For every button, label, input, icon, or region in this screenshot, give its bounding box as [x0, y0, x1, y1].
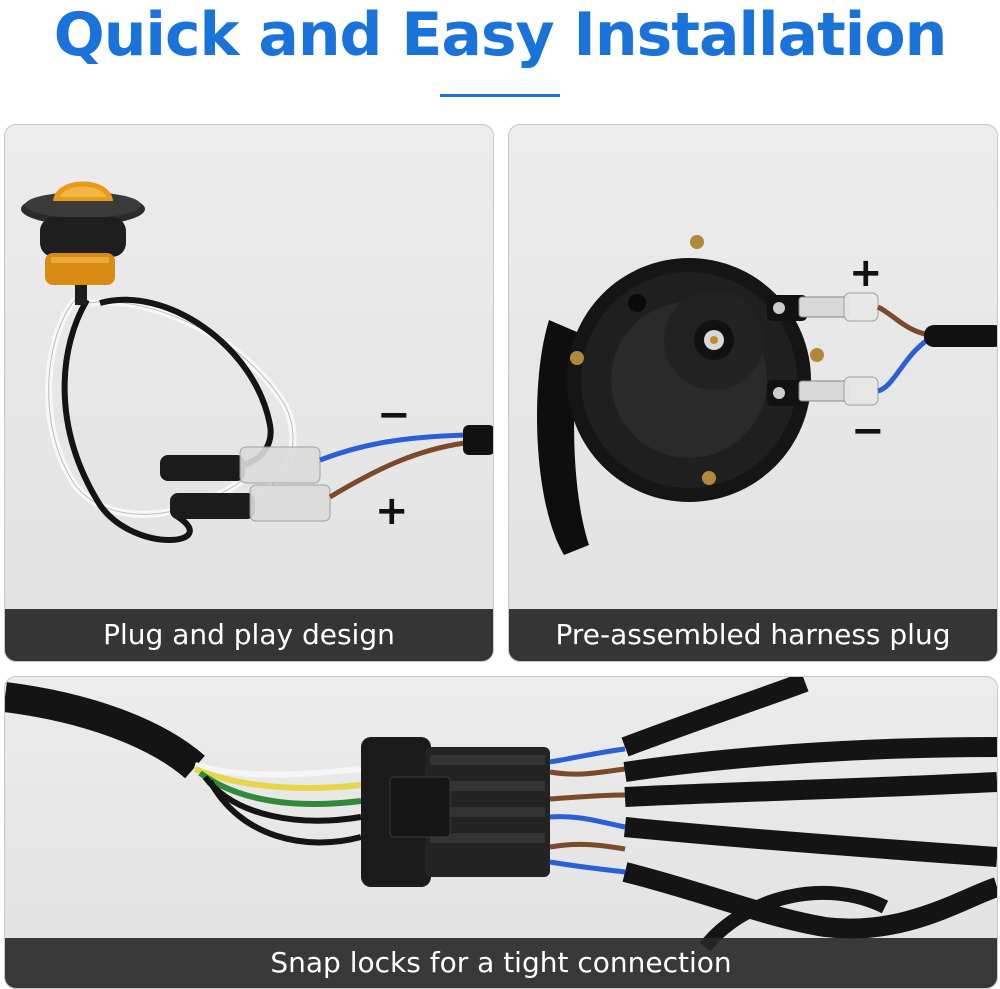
horn-illustration [537, 235, 997, 555]
minus-sign: − [851, 408, 885, 454]
connector-illustration [5, 677, 997, 952]
panel-caption: Plug and play design [5, 609, 493, 661]
plus-sign: + [375, 488, 409, 534]
panel-pre-assembled-harness: + − Pre-assembled harness plug [508, 124, 998, 662]
panel-caption: Pre-assembled harness plug [509, 609, 997, 661]
panel-plug-and-play: − + Plug and play design [4, 124, 494, 662]
panel-caption: Snap locks for a tight connection [5, 938, 997, 988]
plus-sign: + [849, 250, 883, 296]
title-underline [440, 94, 560, 97]
marker-light-illustration [21, 181, 493, 543]
page-title: Quick and Easy Installation [53, 0, 948, 70]
minus-sign: − [377, 392, 411, 438]
panel-snap-locks: Snap locks for a tight connection [4, 676, 998, 989]
